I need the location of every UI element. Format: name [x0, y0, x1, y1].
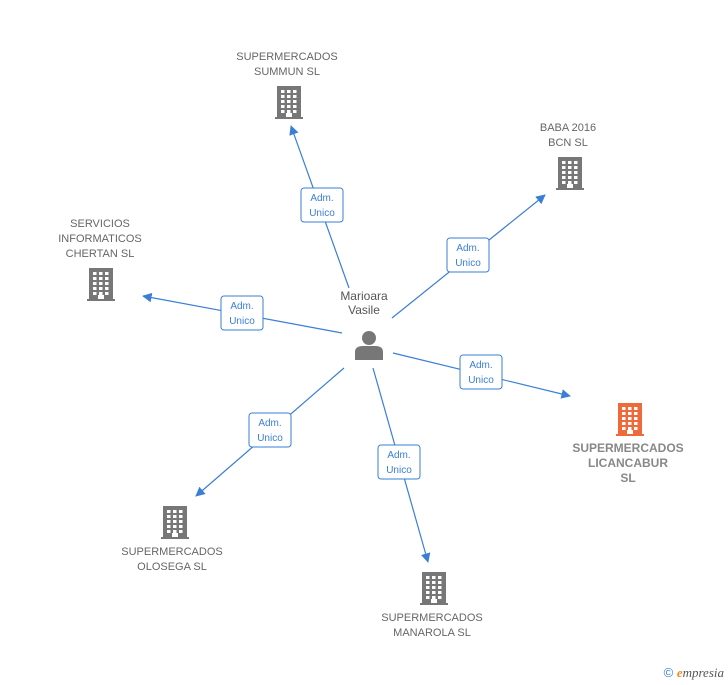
edge-servicios: Adm. Unico — [142, 292, 343, 334]
edge-label-text: Unico — [468, 375, 494, 386]
person-icon[interactable] — [355, 331, 383, 360]
edge-label-box[interactable]: Adm. Unico — [446, 237, 490, 273]
footer-credit: © empresia — [664, 665, 724, 681]
company-name[interactable]: SUPERMERCADOS — [121, 546, 222, 558]
edge-label-text: Adm. — [310, 193, 333, 204]
edges-layer: Adm.UnicoAdm.UnicoAdm.UnicoAdm.UnicoAdm.… — [142, 125, 571, 563]
building-icon[interactable] — [161, 506, 189, 539]
brand-logo[interactable]: empresia — [677, 665, 724, 680]
edge-label-text: Adm. — [258, 418, 281, 429]
edge-label-text: Adm. — [469, 360, 492, 371]
company-name[interactable]: CHERTAN SL — [66, 248, 135, 260]
building-icon[interactable] — [87, 268, 115, 301]
company-name[interactable]: MANAROLA SL — [393, 627, 471, 639]
edge-label-text: Adm. — [230, 301, 253, 312]
edge-label-text: Unico — [309, 208, 335, 219]
edge-summun: Adm. Unico — [289, 125, 350, 289]
company-name[interactable]: BCN SL — [548, 137, 588, 149]
company-name[interactable]: BABA 2016 — [540, 122, 596, 134]
company-node-olosega[interactable]: SUPERMERCADOS OLOSEGA SL — [121, 506, 223, 573]
building-icon[interactable] — [616, 403, 644, 436]
company-name[interactable]: SUPERMERCADOS — [572, 441, 683, 455]
building-icon[interactable] — [275, 86, 303, 119]
copyright-symbol: © — [663, 665, 674, 680]
company-name[interactable]: SERVICIOS — [70, 218, 130, 230]
company-name[interactable]: SUPERMERCADOS — [381, 612, 482, 624]
edge-manarola: Adm. Unico — [372, 367, 431, 563]
edge-label-box[interactable]: Adm. Unico — [220, 295, 264, 331]
edge-baba: Adm. Unico — [391, 194, 546, 319]
company-node-summun[interactable]: SUPERMERCADOS SUMMUN SL — [236, 51, 338, 119]
edge-label-text: Unico — [257, 433, 283, 444]
edge-label-box[interactable]: Adm. Unico — [377, 444, 421, 480]
building-icon[interactable] — [420, 572, 448, 605]
edge-licancabur: Adm. Unico — [392, 352, 571, 399]
edge-label-box[interactable]: Adm. Unico — [300, 187, 344, 223]
edge-label-box[interactable]: Adm. Unico — [459, 354, 503, 390]
company-name[interactable]: SL — [620, 471, 635, 485]
edge-label-text: Adm. — [387, 450, 410, 461]
company-node-manarola[interactable]: SUPERMERCADOS MANAROLA SL — [381, 572, 483, 639]
person-name[interactable]: Marioara — [340, 289, 388, 303]
company-node-servicios[interactable]: SERVICIOS INFORMATICOS CHERTAN SL — [58, 218, 142, 301]
edge-label-text: Unico — [229, 316, 255, 327]
company-name[interactable]: SUPERMERCADOS — [236, 51, 337, 63]
edge-label-text: Adm. — [456, 243, 479, 254]
company-name[interactable]: INFORMATICOS — [58, 233, 142, 245]
brand-logo-text: mpresia — [682, 665, 724, 680]
company-name[interactable]: LICANCABUR — [588, 456, 668, 470]
edge-olosega: Adm. Unico — [195, 367, 345, 497]
edge-label-box[interactable]: Adm. Unico — [248, 412, 292, 448]
company-name[interactable]: SUMMUN SL — [254, 66, 320, 78]
edge-label-text: Unico — [455, 258, 481, 269]
building-icon[interactable] — [556, 157, 584, 190]
brand-logo-initial: e — [676, 665, 683, 680]
company-name[interactable]: OLOSEGA SL — [137, 561, 207, 573]
person-name[interactable]: Vasile — [348, 303, 380, 317]
edge-label-text: Unico — [386, 465, 412, 476]
